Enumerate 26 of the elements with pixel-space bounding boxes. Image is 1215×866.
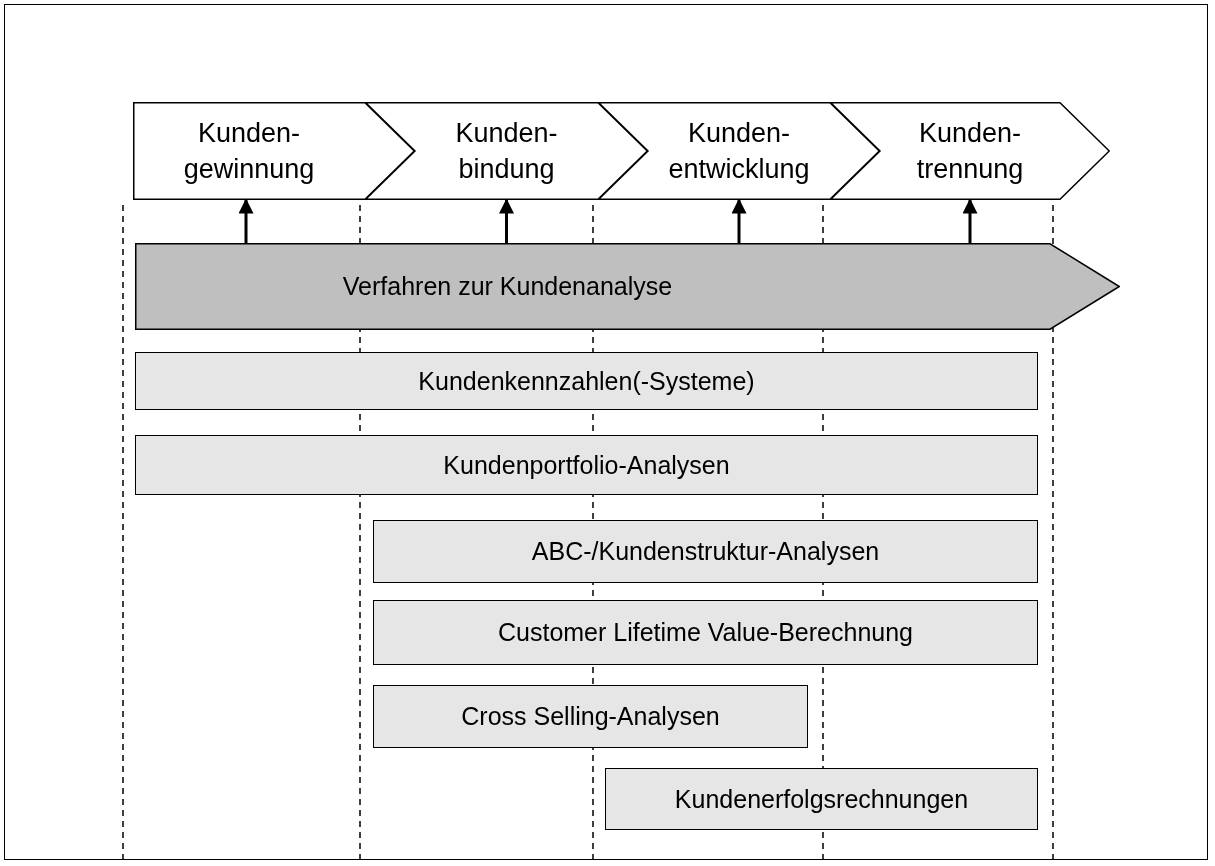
method-bar (373, 685, 808, 748)
phase-label: Kunden- entwicklung (668, 116, 810, 186)
method-label: Kundenportfolio-Analysen (443, 450, 730, 480)
method-bar (373, 600, 1038, 665)
analysis-band (135, 243, 1120, 330)
phase-step (830, 102, 1110, 200)
arrow (962, 198, 978, 243)
method-bar (605, 768, 1038, 830)
method-label: ABC-/Kundenstruktur-Analysen (531, 537, 880, 566)
arrow (731, 198, 747, 243)
phase-step (133, 102, 415, 200)
phase-label: Kunden- trennung (916, 116, 1024, 186)
method-label: Verfahren zur Kundenanalyse (342, 272, 673, 301)
phase-step (598, 102, 880, 200)
phase-label: Kunden- gewinnung (183, 116, 315, 186)
method-label: Customer Lifetime Value-Berechnung (498, 618, 913, 647)
arrow (238, 198, 254, 243)
method-label: Cross Selling-Analysen (461, 702, 720, 731)
phase-label: Kunden- bindung (455, 116, 558, 186)
method-bar (135, 435, 1038, 495)
method-label: Kundenerfolgsrechnungen (674, 784, 969, 814)
phase-step (365, 102, 648, 200)
method-bar (373, 520, 1038, 583)
method-label: Kundenkennzahlen(-Systeme) (418, 366, 755, 396)
arrow (499, 198, 514, 243)
method-bar (135, 352, 1038, 410)
